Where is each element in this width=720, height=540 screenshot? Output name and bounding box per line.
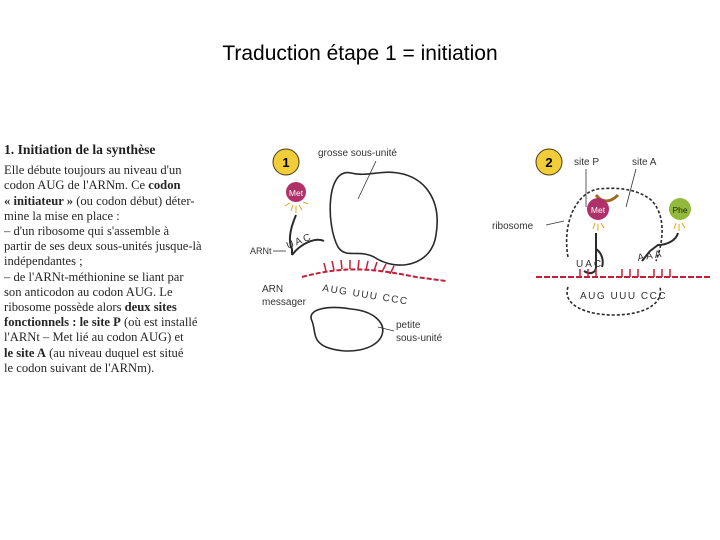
met-label-p: Met: [591, 205, 606, 215]
paragraph-line: le site A (au niveau duquel est situé: [4, 346, 226, 361]
bold-text-run: « initiateur »: [4, 194, 73, 208]
energy-burst-a: [674, 223, 685, 231]
small-subunit-pointer: [378, 327, 394, 331]
paragraph-line: partir de ses deux sous-unités jusque-là: [4, 239, 226, 254]
site-a-pointer: [626, 169, 636, 207]
paragraph-line: fonctionnels : le site P (où est install…: [4, 315, 226, 330]
ribosome-pointer: [546, 221, 564, 225]
ribosome-label: ribosome: [492, 221, 534, 232]
mrna-strand: [302, 269, 446, 281]
small-subunit: [311, 308, 383, 352]
large-subunit-label: grosse sous-unité: [318, 148, 397, 159]
text-run: partir de ses deux sous-unités jusque-là: [4, 239, 202, 253]
anticodon-a: AAA: [637, 249, 665, 264]
site-p-label: site P: [574, 157, 599, 168]
panel-1: 1 grosse sous-unité Met ARNt UAC: [250, 148, 446, 351]
small-subunit-label-line1: petite: [396, 320, 421, 331]
paragraph-line: son anticodon au codon AUG. Le: [4, 285, 226, 300]
text-run: (au niveau duquel est situé: [46, 346, 183, 360]
paragraph-line: « initiateur » (ou codon début) déter-: [4, 194, 226, 209]
text-run: – d'un ribosome qui s'assemble à: [4, 224, 169, 238]
large-subunit: [330, 172, 437, 265]
bold-text-run: fonctionnels : le site P: [4, 315, 121, 329]
paragraph-line: ribosome possède alors deux sites: [4, 300, 226, 315]
figure-canvas: 1 grosse sous-unité Met ARNt UAC: [246, 137, 712, 362]
site-a-label: site A: [632, 157, 657, 168]
energy-burst: [285, 202, 308, 213]
text-run: – de l'ARNt-méthionine se liant par: [4, 270, 184, 284]
mrna-sequence-2: AUG UUU CCC: [580, 291, 667, 302]
text-run: son anticodon au codon AUG. Le: [4, 285, 173, 299]
bold-text-run: le site A: [4, 346, 46, 360]
step-1-number: 1: [282, 155, 289, 170]
text-run: indépendantes ;: [4, 254, 83, 268]
paragraph-line: codon AUG de l'ARNm. Ce codon: [4, 178, 226, 193]
mrna-sequence-1: AUG UUU CCC: [322, 283, 410, 307]
trna-label: ARNt: [250, 246, 272, 256]
section-heading: 1. Initiation de la synthèse: [4, 142, 226, 157]
mrna-label-line1: ARN: [262, 284, 283, 295]
text-block: 1. Initiation de la synthèse Elle débute…: [4, 142, 226, 376]
text-run: (ou codon début) déter-: [73, 194, 194, 208]
panel-2: 2 site P site A ribosome Met UAC: [492, 149, 712, 315]
small-subunit-label-line2: sous-unité: [396, 333, 443, 344]
slide-title: Traduction étape 1 = initiation: [0, 42, 720, 66]
phe-label: Phe: [672, 205, 687, 215]
met-label: Met: [289, 188, 304, 198]
bold-text-run: deux sites: [125, 300, 177, 314]
text-run: ribosome possède alors: [4, 300, 125, 314]
energy-burst-p: [593, 223, 604, 231]
step-2-number: 2: [545, 155, 552, 170]
paragraph-line: le codon suivant de l'ARNm).: [4, 361, 226, 376]
text-run: l'ARNt – Met lié au codon AUG) et: [4, 330, 184, 344]
large-subunit-pointer: [358, 161, 376, 199]
paragraph-line: – d'un ribosome qui s'assemble à: [4, 224, 226, 239]
paragraph-line: l'ARNt – Met lié au codon AUG) et: [4, 330, 226, 345]
bold-text-run: codon: [148, 178, 180, 192]
text-run: le codon suivant de l'ARNm).: [4, 361, 154, 375]
trna-a: [650, 233, 678, 251]
paragraph-line: – de l'ARNt-méthionine se liant par: [4, 270, 226, 285]
text-run: Elle débute toujours au niveau d'un: [4, 163, 182, 177]
mrna-label-line2: messager: [262, 297, 307, 308]
anticodon-p: UAC: [576, 259, 603, 270]
text-run: (où est installé: [121, 315, 198, 329]
paragraph-line: Elle débute toujours au niveau d'un: [4, 163, 226, 178]
translation-initiation-figure: 1 grosse sous-unité Met ARNt UAC: [246, 137, 712, 362]
paragraph-line: indépendantes ;: [4, 254, 226, 269]
text-run: codon AUG de l'ARNm. Ce: [4, 178, 148, 192]
paragraph-line: mine la mise en place :: [4, 209, 226, 224]
text-run: mine la mise en place :: [4, 209, 120, 223]
